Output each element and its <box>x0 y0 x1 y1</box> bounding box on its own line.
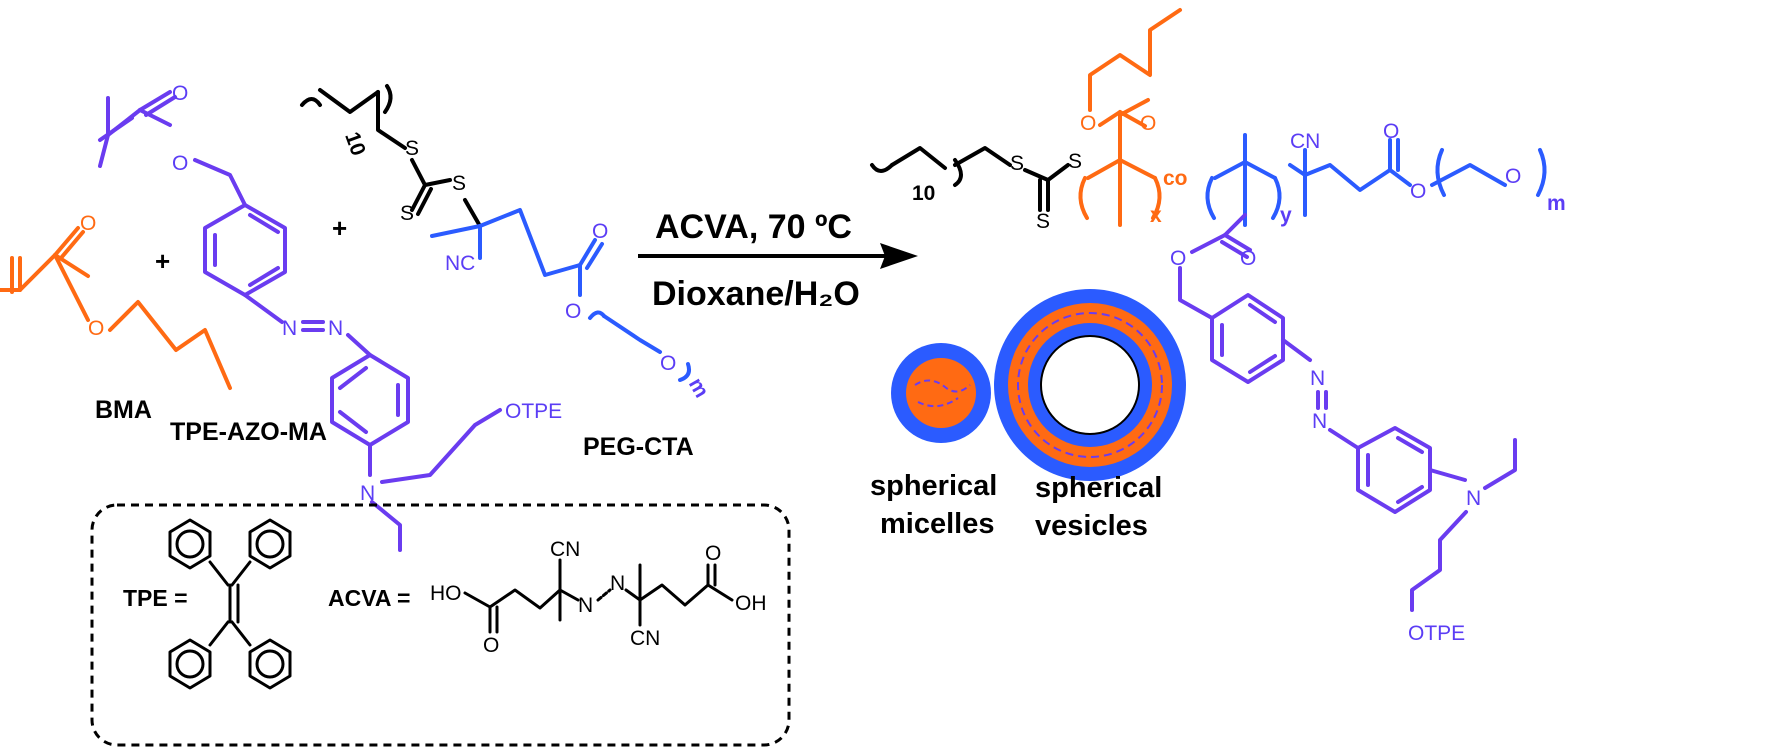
bma-structure: O O <box>0 212 232 390</box>
acva-cn1: CN <box>550 538 580 561</box>
cta-carbonyl-o: O <box>592 220 608 243</box>
spherical-vesicle <box>994 289 1186 481</box>
product-cn: CN <box>1290 130 1320 153</box>
spherical-micelle <box>891 343 991 443</box>
product-bma-carbonyl-o: O <box>1140 112 1156 135</box>
plus-sign-1: + <box>155 246 170 276</box>
product-azo-carbonyl-o: O <box>1240 247 1256 270</box>
peg-cta-label: PEG-CTA <box>583 433 694 461</box>
product-co: co <box>1163 167 1188 190</box>
cta-s1: S <box>405 137 419 160</box>
acva-oh: OH <box>735 592 767 615</box>
vesicles-label-line1: spherical <box>1035 472 1162 504</box>
plus-sign-2: + <box>332 213 347 243</box>
definitions-box <box>90 503 791 747</box>
product-bma-ester-o: O <box>1080 112 1096 135</box>
peg-cta-structure: 10 S S S NC O O O m <box>300 84 713 402</box>
bma-ester-o: O <box>88 317 104 340</box>
tpe-azo-ma-label: TPE-AZO-MA <box>170 418 327 446</box>
product-amine-n: N <box>1466 487 1481 510</box>
cta-s-thione: S <box>400 202 414 225</box>
tpe-azo-ma-structure: O O N N N OTPE <box>98 82 562 552</box>
acva-ho: HO <box>430 582 462 605</box>
azo-n2: N <box>328 317 343 340</box>
cta-nc: NC <box>445 252 475 275</box>
bma-label: BMA <box>95 396 152 424</box>
acva-o1: O <box>483 634 499 657</box>
product-otpe: OTPE <box>1408 622 1465 645</box>
tpe-definition-label: TPE = <box>123 585 188 611</box>
vesicles-label-line2: vesicles <box>1035 510 1148 542</box>
peg-cta-chain-length: 10 <box>340 129 370 159</box>
product-peg-ester-o: O <box>1410 180 1426 203</box>
product-azo-n2: N <box>1312 410 1327 433</box>
micelles-label-line1: spherical <box>870 470 997 502</box>
bma-carbonyl-o: O <box>80 212 96 235</box>
tpe-structure <box>168 518 292 690</box>
product-s-thione: S <box>1036 210 1050 233</box>
acva-definition-label: ACVA = <box>328 585 410 611</box>
azo-ma-ester-o: O <box>172 152 188 175</box>
product-peg-carbonyl-o: O <box>1383 120 1399 143</box>
product-s1: S <box>1010 152 1024 175</box>
micelles-label-line2: micelles <box>880 508 994 540</box>
azo-n1: N <box>282 317 297 340</box>
cta-ester-o: O <box>565 300 581 323</box>
product-peg-o: O <box>1505 165 1521 188</box>
product-m: m <box>1547 192 1566 215</box>
product-azo-ester-o: O <box>1170 247 1186 270</box>
azo-amine-n: N <box>360 482 375 505</box>
acva-o2: O <box>705 542 721 565</box>
reaction-arrow <box>638 243 918 269</box>
product-y: y <box>1280 204 1292 227</box>
conditions-reagent: ACVA, 70 ºC <box>655 208 852 246</box>
acva-structure: HO O CN N N CN O OH <box>430 538 767 657</box>
peg-m: m <box>684 374 713 402</box>
product-s2: S <box>1068 150 1082 173</box>
azo-ma-carbonyl-o: O <box>172 82 188 105</box>
product-x: x <box>1150 204 1162 227</box>
product-polymer: 10 S S S x O O co y CN <box>870 8 1566 645</box>
acva-n1: N <box>578 594 593 617</box>
cta-s2: S <box>452 172 466 195</box>
acva-n2: N <box>610 572 625 595</box>
product-chain-length: 10 <box>912 182 935 205</box>
acva-cn2: CN <box>630 627 660 650</box>
conditions-solvent: Dioxane/H₂O <box>652 275 860 313</box>
azo-otpe: OTPE <box>505 400 562 423</box>
product-azo-n1: N <box>1310 367 1325 390</box>
peg-o: O <box>660 352 676 375</box>
